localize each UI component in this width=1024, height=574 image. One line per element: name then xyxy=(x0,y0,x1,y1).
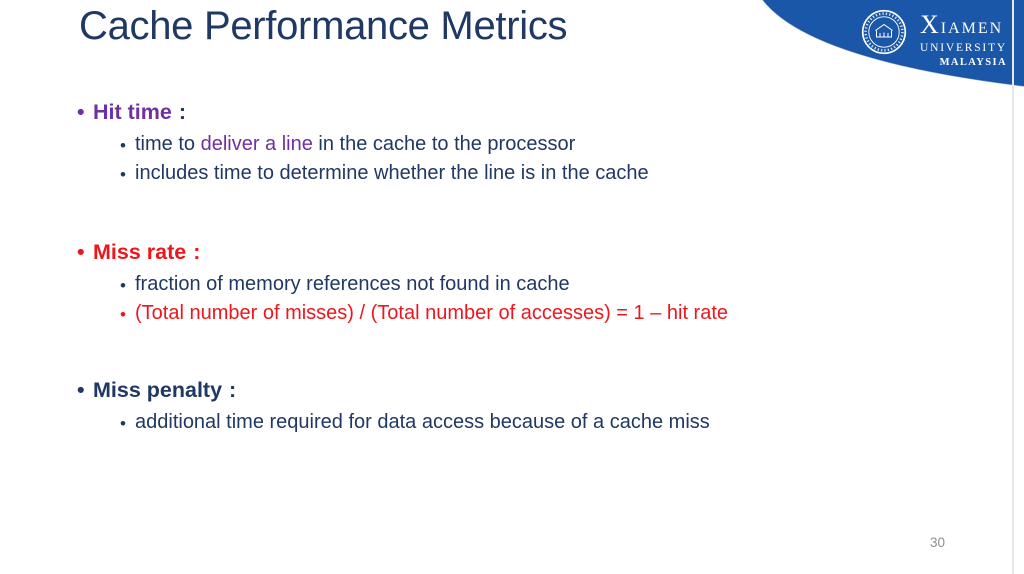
bullet-heading-hit-time: Hit time: xyxy=(77,98,649,126)
heading-colon: : xyxy=(229,378,237,402)
university-seal-icon xyxy=(861,9,907,55)
heading-colon: : xyxy=(178,100,187,124)
heading-text: Hit time xyxy=(93,100,172,124)
page-number: 30 xyxy=(930,535,946,550)
slide-edge-line xyxy=(1012,0,1014,574)
university-name-initial: X xyxy=(920,10,941,39)
heading-colon: : xyxy=(193,240,201,264)
heading-text: Miss rate xyxy=(93,240,187,264)
bullet-item: includes time to determine whether the l… xyxy=(120,159,649,189)
bullet-heading-miss-rate: Miss rate: xyxy=(77,238,728,266)
section-hit-time: Hit time: time to deliver a line in the … xyxy=(77,98,649,189)
university-word: UNIVERSITY xyxy=(920,42,1007,54)
university-country: MALAYSIA xyxy=(939,57,1007,68)
heading-text: Miss penalty xyxy=(93,378,223,402)
bullet-item: fraction of memory references not found … xyxy=(120,270,728,300)
university-name-rest: IAMEN xyxy=(940,20,1004,37)
bullet-heading-miss-penalty: Miss penalty: xyxy=(77,376,710,404)
bullet-item: (Total number of misses) / (Total number… xyxy=(120,299,728,329)
section-miss-rate: Miss rate: fraction of memory references… xyxy=(77,238,728,329)
section-miss-penalty: Miss penalty: additional time required f… xyxy=(77,376,710,438)
slide-title: Cache Performance Metrics xyxy=(79,4,568,48)
sub-bullets-hit-time: time to deliver a line in the cache to t… xyxy=(93,130,649,189)
bullet-item: time to deliver a line in the cache to t… xyxy=(120,130,649,160)
university-logo: XIAMEN UNIVERSITY MALAYSIA xyxy=(920,12,1007,69)
bullet-item: additional time required for data access… xyxy=(120,408,710,438)
university-name: XIAMEN xyxy=(920,12,1007,42)
sub-bullets-miss-rate: fraction of memory references not found … xyxy=(93,270,728,329)
sub-bullets-miss-penalty: additional time required for data access… xyxy=(93,408,710,438)
